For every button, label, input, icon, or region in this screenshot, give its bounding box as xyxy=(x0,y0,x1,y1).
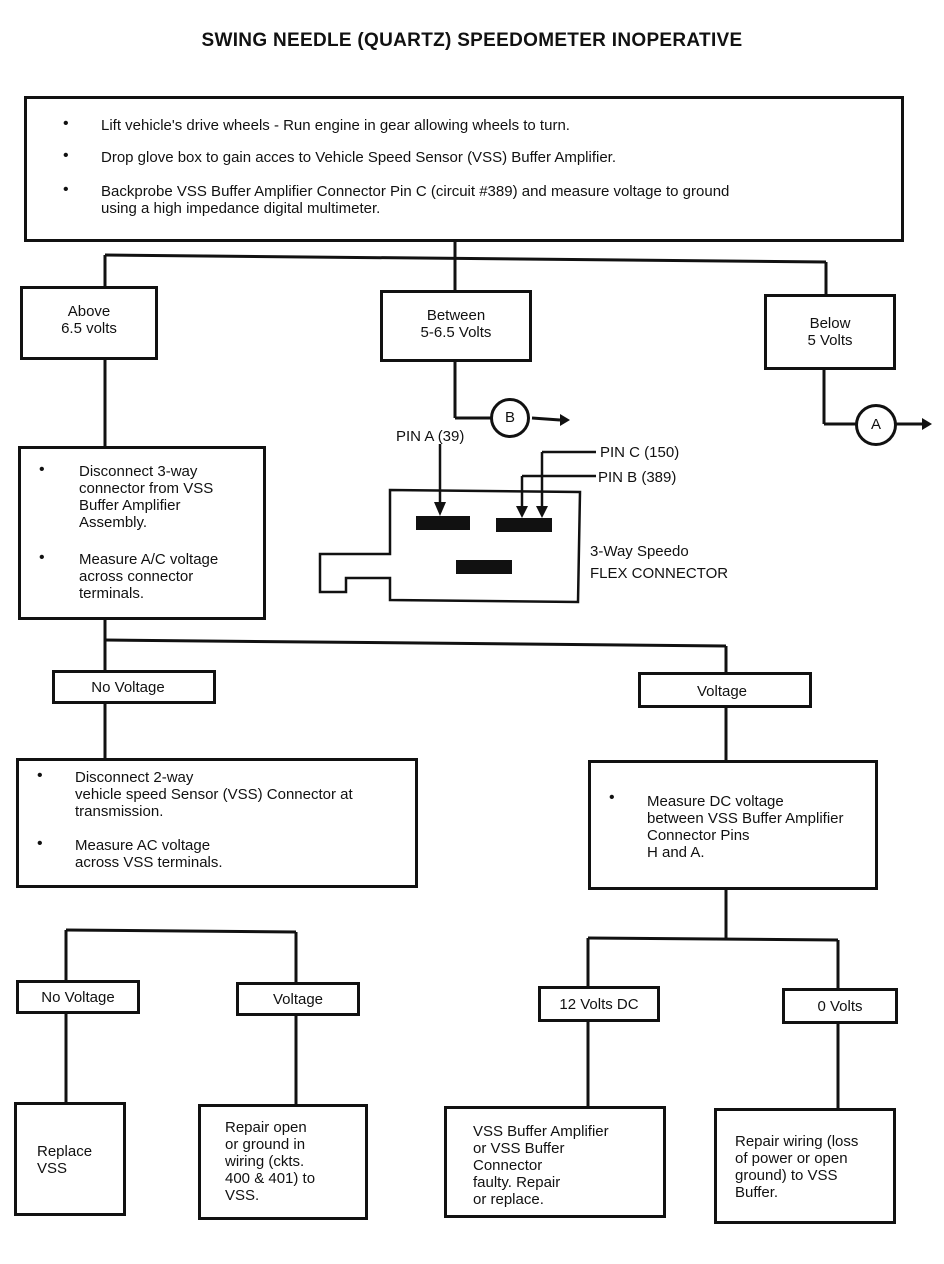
voltage-box-1: Voltage xyxy=(638,672,812,708)
voltage-box-2: Voltage xyxy=(236,982,360,1016)
initial-steps-box: • Lift vehicle's drive wheels - Run engi… xyxy=(24,96,904,242)
connector-a-label: A xyxy=(870,416,881,433)
voltage-label-1: Voltage xyxy=(696,683,748,700)
bullet-icon: • xyxy=(609,789,615,806)
pin-c-label: PIN C (150) xyxy=(600,444,680,461)
branch-between-label: Between 5-6.5 Volts xyxy=(420,307,492,341)
result-replace-vss: Replace VSS xyxy=(37,1143,93,1177)
branch-below-box: Below 5 Volts xyxy=(764,294,896,370)
volts-12-box: 12 Volts DC xyxy=(538,986,660,1022)
bullet-icon: • xyxy=(37,835,43,852)
pin-b-label: PIN B (389) xyxy=(598,469,677,486)
step-disconnect-3way: Disconnect 3-way connector from VSS Buff… xyxy=(79,463,214,531)
bullet-icon: • xyxy=(63,115,69,132)
branch-below-label: Below 5 Volts xyxy=(807,315,853,349)
volts-0-label: 0 Volts xyxy=(817,998,863,1015)
branch-above-box: Above 6.5 volts xyxy=(20,286,158,360)
result-repair-wiring-box: Repair wiring (loss of power or open gro… xyxy=(714,1108,896,1224)
result-buffer-faulty: VSS Buffer Amplifier or VSS Buffer Conne… xyxy=(473,1123,609,1208)
bullet-icon: • xyxy=(37,767,43,784)
connector-a-circle: A xyxy=(855,404,897,446)
bullet-icon: • xyxy=(63,181,69,198)
step-disconnect-2way: Disconnect 2-way vehicle speed Sensor (V… xyxy=(75,769,353,820)
step-measure-ac-connector: Measure A/C voltage across connector ter… xyxy=(79,551,219,602)
connector-b-label: B xyxy=(504,409,515,426)
volts-12-label: 12 Volts DC xyxy=(559,996,639,1013)
bullet-icon: • xyxy=(63,147,69,164)
bullet-icon: • xyxy=(39,461,45,478)
no-voltage-box-2: No Voltage xyxy=(16,980,140,1014)
step-backprobe: Backprobe VSS Buffer Amplifier Connector… xyxy=(101,183,730,217)
step-measure-dc: Measure DC voltage between VSS Buffer Am… xyxy=(647,793,844,861)
result-repair-wiring: Repair wiring (loss of power or open gro… xyxy=(735,1133,859,1201)
step-drop-glove-box: Drop glove box to gain acces to Vehicle … xyxy=(101,149,617,166)
step-lift-wheels: Lift vehicle's drive wheels - Run engine… xyxy=(101,117,570,134)
result-buffer-faulty-box: VSS Buffer Amplifier or VSS Buffer Conne… xyxy=(444,1106,666,1218)
result-repair-open: Repair open or ground in wiring (ckts. 4… xyxy=(225,1119,316,1204)
result-repair-open-box: Repair open or ground in wiring (ckts. 4… xyxy=(198,1104,368,1220)
step-measure-ac-vss: Measure AC voltage across VSS terminals. xyxy=(75,837,223,871)
branch-above-label: Above 6.5 volts xyxy=(61,303,117,337)
connector-b-circle: B xyxy=(490,398,530,438)
no-voltage-label-1: No Voltage xyxy=(91,679,165,696)
pin-a-label: PIN A (39) xyxy=(396,428,465,445)
result-replace-vss-box: Replace VSS xyxy=(14,1102,126,1216)
measure-dc-box: • Measure DC voltage between VSS Buffer … xyxy=(588,760,878,890)
no-voltage-label-2: No Voltage xyxy=(41,989,115,1006)
page-title: SWING NEEDLE (QUARTZ) SPEEDOMETER INOPER… xyxy=(201,30,743,51)
no-voltage-box-1: No Voltage xyxy=(52,670,216,704)
voltage-label-2: Voltage xyxy=(272,991,324,1008)
disconnect-3way-box: • Disconnect 3-way connector from VSS Bu… xyxy=(18,446,266,620)
disconnect-2way-box: • Disconnect 2-way vehicle speed Sensor … xyxy=(16,758,418,888)
bullet-icon: • xyxy=(39,549,45,566)
volts-0-box: 0 Volts xyxy=(782,988,898,1024)
connector-caption: 3-Way Speedo FLEX CONNECTOR xyxy=(590,543,729,582)
branch-between-box: Between 5-6.5 Volts xyxy=(380,290,532,362)
